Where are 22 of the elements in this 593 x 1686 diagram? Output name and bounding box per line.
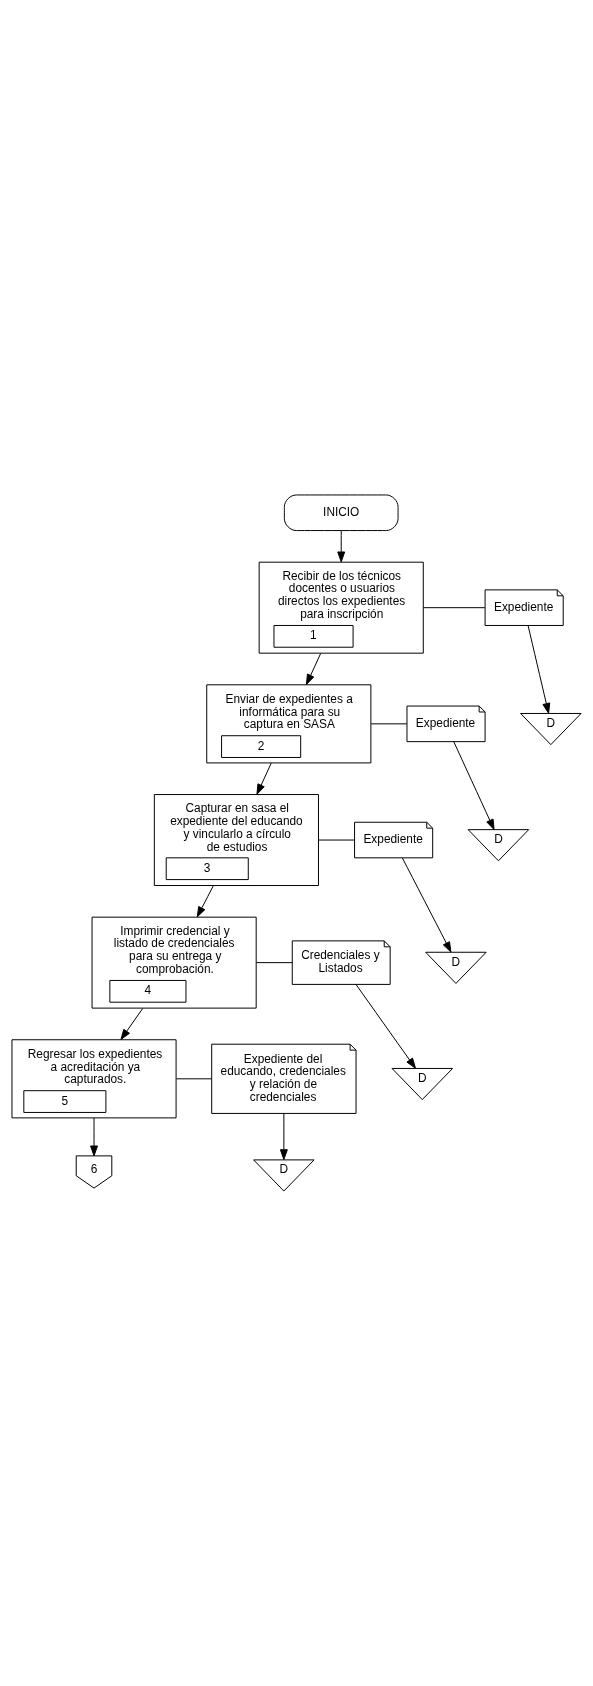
connector	[255, 962, 293, 964]
arrow	[305, 652, 322, 685]
arrow	[196, 885, 214, 918]
node-box: INICIO	[283, 494, 399, 532]
connector	[175, 1078, 213, 1080]
node-box: Capturar en sasa el expediente del educando y vincularlo a círculo de estudios 3	[153, 794, 319, 886]
node-box: Imprimir credencial y listado de credenciales para su entrega y comprobación. 4	[91, 916, 257, 1009]
node-box: Regresar los expedientes a acreditación ya capturados. 5	[11, 1039, 177, 1119]
arrow	[120, 1007, 144, 1040]
arrow	[337, 530, 346, 563]
connector	[318, 839, 355, 841]
arrow	[279, 1113, 288, 1161]
arrow	[355, 984, 416, 1069]
node-box: Enviar de expedientes a informática para su captura en SASA 2	[206, 684, 372, 764]
arrow	[527, 625, 551, 714]
arrow	[256, 762, 272, 795]
node-box: Recibir de los técnicos docentes o usuarios directos los expedientes para inscripción 1	[258, 561, 424, 654]
connector	[422, 607, 486, 609]
connector	[370, 723, 408, 725]
arrow	[90, 1117, 98, 1157]
arrow	[453, 741, 495, 830]
arrow	[401, 857, 452, 953]
